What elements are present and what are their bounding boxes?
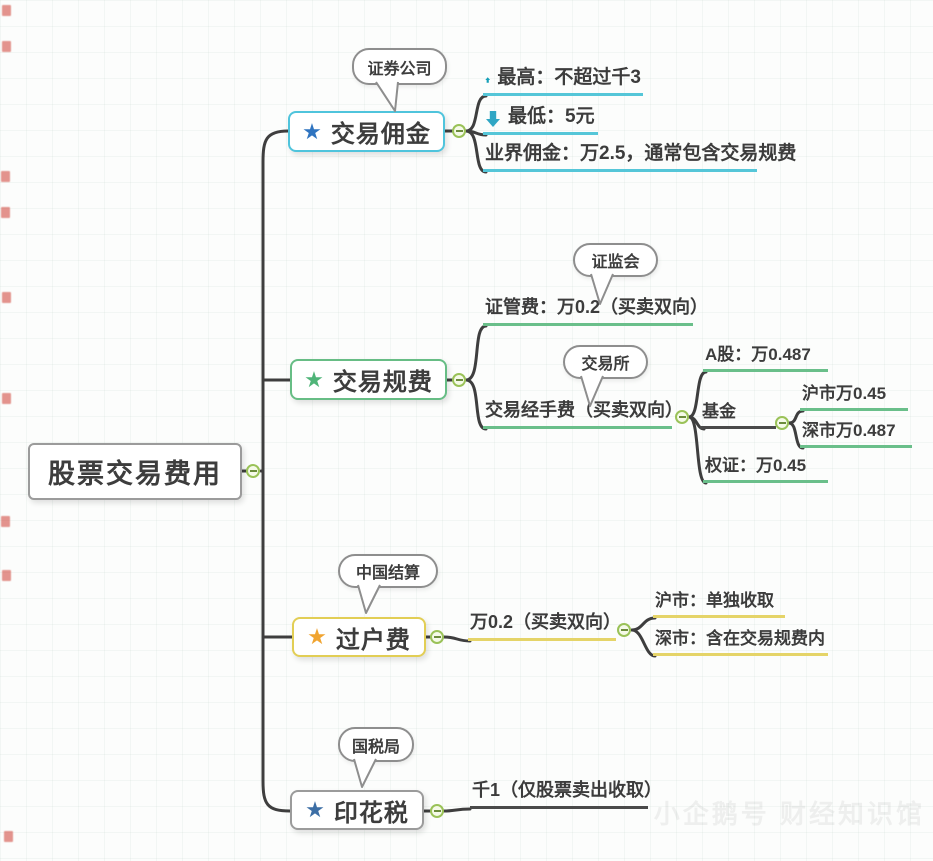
leaf-label: 业界佣金：万2.5，通常包含交易规费 — [485, 143, 797, 164]
callout-label: 证监会 — [591, 254, 640, 271]
connector-b4-c1 — [442, 807, 472, 813]
left-edge-red-mark — [2, 41, 11, 52]
callout-tail — [375, 81, 399, 112]
leaf-handling-fee[interactable]: 交易经手费（买卖双向） — [483, 400, 683, 429]
leaf-label: 沪市：单独收取 — [655, 591, 774, 610]
branch-stamp-topic[interactable]: ★ 印花税 — [290, 790, 424, 830]
branch-commission-topic[interactable]: ★ 交易佣金 — [288, 111, 445, 152]
watermark-text: 小企鹅号 财经知识馆 — [653, 799, 925, 829]
leaf-label: 最低：5元 — [508, 106, 595, 127]
leaf-industry-commission[interactable]: 业界佣金：万2.5，通常包含交易规费 — [483, 142, 796, 172]
leaf-transfer-sz[interactable]: 深市：含在交易规费内 — [653, 629, 828, 656]
leaf-max-commission[interactable]: 最高：不超过千3 — [483, 66, 643, 96]
left-edge-red-mark — [2, 393, 11, 404]
leaf-min-commission[interactable]: 最低：5元 — [483, 105, 598, 135]
watermark: 小企鹅号 财经知识馆 — [654, 794, 925, 831]
collapse-button-root[interactable] — [246, 464, 260, 478]
leaf-a-share[interactable]: A股：万0.487 — [703, 345, 828, 372]
leaf-label: 深市万0.487 — [802, 421, 896, 440]
left-edge-red-mark — [1, 171, 10, 182]
star-icon: ★ — [305, 797, 326, 822]
left-edge-red-mark — [1, 207, 10, 218]
leaf-fund[interactable]: 基金 — [700, 402, 776, 429]
root-topic[interactable]: 股票交易费用 — [28, 443, 242, 500]
connector-b3-c1 — [442, 635, 472, 643]
leaf-fund-sh[interactable]: 沪市万0.45 — [800, 384, 908, 411]
left-edge-red-mark — [2, 292, 11, 303]
leaf-label: 最高：不超过千3 — [497, 67, 641, 88]
star-icon: ★ — [304, 366, 325, 392]
arrow-down-icon — [486, 111, 500, 127]
branch-commission-label: 交易佣金 — [330, 121, 431, 148]
branch-transfer-label: 过户费 — [335, 626, 411, 654]
leaf-warrant[interactable]: 权证：万0.45 — [703, 456, 828, 483]
leaf-label: A股：万0.487 — [705, 345, 811, 364]
left-edge-red-mark — [2, 570, 11, 581]
leaf-label: 基金 — [702, 402, 736, 421]
leaf-label: 交易经手费（买卖双向） — [485, 400, 683, 420]
callout-tail — [353, 758, 377, 788]
leaf-transfer-sh[interactable]: 沪市：单独收取 — [653, 591, 785, 618]
branch-transfer-topic[interactable]: ★ 过户费 — [292, 617, 426, 657]
collapse-button-commission[interactable] — [452, 124, 466, 138]
callout-csrc[interactable]: 证监会 — [573, 243, 658, 277]
star-icon: ★ — [302, 118, 323, 144]
branch-stamp-label: 印花税 — [333, 799, 409, 827]
leaf-label: 深市：含在交易规费内 — [655, 629, 825, 648]
connector-trunk — [261, 129, 292, 813]
callout-label: 证券公司 — [367, 60, 432, 78]
leaf-label: 沪市万0.45 — [802, 384, 887, 403]
arrow-up-icon — [485, 77, 491, 83]
leaf-label: 万0.2（买卖双向） — [470, 612, 622, 632]
left-edge-red-mark — [2, 5, 11, 16]
leaf-label: 证管费：万0.2（买卖双向） — [485, 297, 709, 317]
callout-label: 国税局 — [351, 738, 400, 756]
leaf-regulatory-fee[interactable]: 证管费：万0.2（买卖双向） — [483, 297, 708, 326]
leaf-transfer-rate[interactable]: 万0.2（买卖双向） — [468, 612, 621, 641]
collapse-button-fund[interactable] — [775, 416, 789, 430]
callout-tail — [357, 584, 381, 614]
callout-china-clear[interactable]: 中国结算 — [338, 554, 438, 588]
star-icon: ★ — [307, 624, 328, 649]
connector-b2-c1 — [464, 324, 488, 382]
leaf-label: 权证：万0.45 — [705, 456, 807, 475]
branch-fees-topic[interactable]: ★ 交易规费 — [290, 359, 447, 400]
collapse-button-fees[interactable] — [452, 373, 466, 387]
callout-exchange[interactable]: 交易所 — [563, 345, 648, 379]
collapse-button-stamp[interactable] — [430, 804, 444, 818]
collapse-button-transfer[interactable] — [430, 630, 444, 644]
callout-securities-company[interactable]: 证券公司 — [352, 48, 447, 85]
leaf-stamp-rate[interactable]: 千1（仅股票卖出收取） — [470, 780, 662, 809]
collapse-button-handling-fee[interactable] — [675, 410, 689, 424]
callout-tax-bureau[interactable]: 国税局 — [338, 727, 414, 762]
callout-label: 中国结算 — [355, 565, 420, 582]
leaf-label: 千1（仅股票卖出收取） — [472, 780, 663, 800]
callout-label: 交易所 — [581, 356, 630, 373]
root-topic-label: 股票交易费用 — [48, 459, 222, 489]
left-edge-red-mark — [4, 831, 13, 842]
branch-fees-label: 交易规费 — [332, 369, 433, 396]
connector-b3-sh — [630, 616, 657, 632]
collapse-button-transfer-rate[interactable] — [617, 623, 631, 637]
connector-b3-sz — [630, 628, 657, 658]
left-edge-red-mark — [1, 516, 10, 527]
leaf-fund-sz[interactable]: 深市万0.487 — [800, 421, 912, 448]
